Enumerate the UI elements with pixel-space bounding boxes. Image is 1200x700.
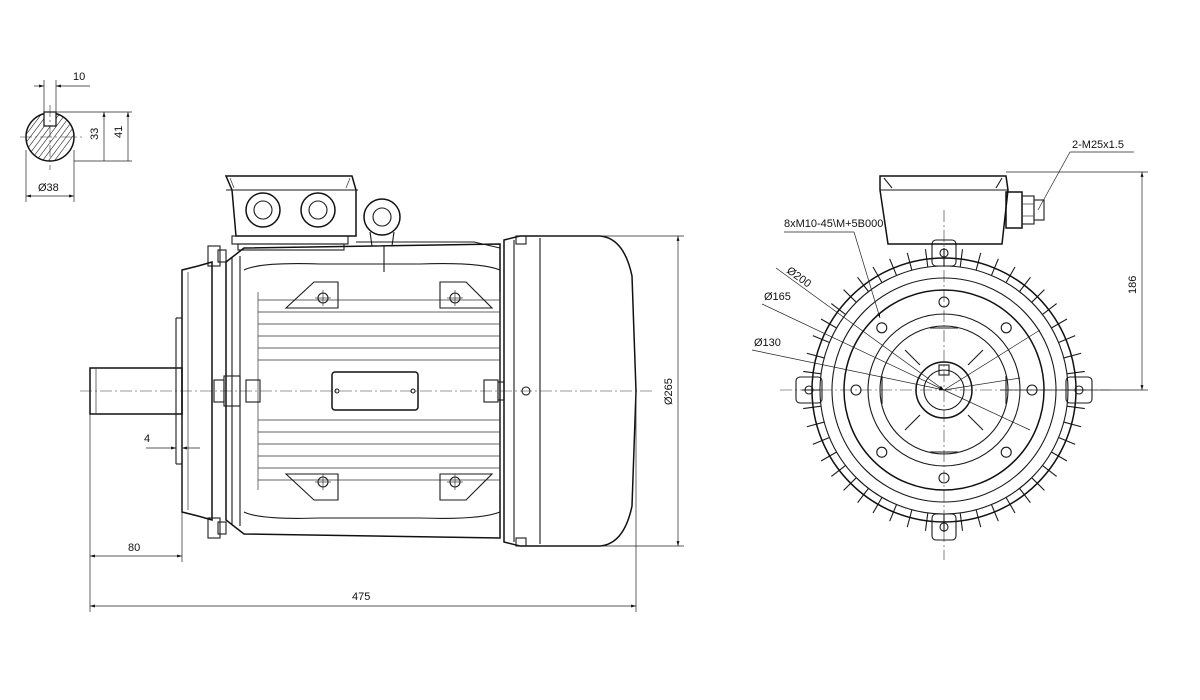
dim-shaft-height: 41: [113, 126, 125, 138]
end-fin: [857, 277, 869, 292]
bolt-hole: [1000, 446, 1012, 458]
end-fin: [1019, 488, 1031, 503]
end-fin: [820, 451, 837, 462]
end-fin: [924, 249, 929, 268]
dim-shaft-diameter: Ø38: [38, 182, 59, 194]
end-fin: [1051, 451, 1068, 462]
end-fin: [1066, 370, 1085, 375]
nameplate: [331, 371, 419, 411]
end-fin: [1058, 335, 1076, 344]
cooling-fins-end: [802, 248, 1086, 532]
end-fin: [872, 266, 883, 283]
end-fin: [831, 303, 846, 315]
bolt-hole: [1000, 322, 1012, 334]
end-fin: [906, 252, 913, 271]
end-fin: [990, 258, 999, 276]
end-fin: [803, 370, 822, 375]
dim-terminal-height: 186: [1127, 276, 1139, 294]
motor-side-view: 4 80 475 Ø265: [80, 175, 684, 612]
end-fin: [906, 509, 913, 528]
end-fin: [1042, 465, 1057, 477]
bolt-hole: [938, 472, 950, 484]
motor-end-view: 2-M25x1.5 186 8xM10-45\M+5B000 Ø200 Ø165…: [751, 139, 1148, 560]
bearing-hub: [915, 361, 973, 419]
end-fin: [1058, 436, 1076, 445]
end-fin: [990, 504, 999, 522]
end-fin: [1019, 277, 1031, 292]
bolt-hole: [850, 384, 862, 396]
eye-bolt: [363, 198, 401, 236]
shaft-section-view: 10 33 41 Ø38: [20, 71, 132, 202]
end-fin: [843, 477, 857, 491]
terminal-box: [224, 175, 357, 237]
end-fin: [924, 512, 929, 531]
end-fin: [889, 258, 898, 276]
end-fin: [843, 289, 857, 303]
dim-overall-length: 475: [352, 591, 370, 603]
end-fin: [975, 252, 982, 271]
dim-housing-diameter: Ø265: [663, 378, 675, 405]
end-fin: [803, 405, 822, 410]
label-cable-gland: 2-M25x1.5: [1072, 139, 1124, 151]
cable-gland-left: [245, 192, 281, 228]
end-boss-bottom: [931, 513, 957, 541]
end-fin: [812, 436, 830, 445]
label-flange-bolts: 8xM10-45\M+5B000: [784, 218, 883, 230]
end-boss-left: [795, 376, 823, 404]
end-fin: [806, 352, 825, 359]
label-flange-d1: Ø200: [784, 265, 813, 291]
end-fin: [1066, 405, 1085, 410]
end-fin: [1042, 303, 1057, 315]
end-fin: [1031, 477, 1045, 491]
bolt-hole: [876, 322, 888, 334]
end-fin: [959, 249, 964, 268]
bolt-hole: [876, 446, 888, 458]
end-fin: [1063, 352, 1082, 359]
end-fin: [1063, 421, 1082, 428]
boss-bottom-right: [439, 473, 494, 501]
end-fin: [806, 421, 825, 428]
cable-gland-right: [300, 192, 336, 228]
cable-gland-end: [1005, 191, 1023, 229]
motor-housing: [225, 243, 501, 539]
end-fin: [889, 504, 898, 522]
end-fin: [812, 335, 830, 344]
end-fin: [959, 512, 964, 531]
end-fin: [872, 497, 883, 514]
end-fin: [831, 465, 846, 477]
dim-key-depth: 33: [89, 128, 101, 140]
end-fin: [1005, 497, 1016, 514]
boss-bottom-left: [284, 473, 339, 501]
dim-key-width: 10: [73, 71, 85, 83]
label-flange-d3: Ø130: [754, 337, 781, 349]
end-fin: [820, 318, 837, 329]
end-fin: [857, 488, 869, 503]
end-fin: [1005, 266, 1016, 283]
end-fin: [975, 509, 982, 528]
label-flange-d2: Ø165: [764, 291, 791, 303]
end-fin: [1031, 289, 1045, 303]
dim-shaft-length: 80: [128, 542, 140, 554]
end-boss-top: [931, 239, 957, 267]
boss-top-left: [284, 281, 339, 309]
dim-flange-offset: 4: [144, 433, 150, 445]
end-fin: [1051, 318, 1068, 329]
boss-top-right: [439, 281, 494, 309]
bolt-hole: [938, 296, 950, 308]
fan-cover: [503, 235, 637, 547]
